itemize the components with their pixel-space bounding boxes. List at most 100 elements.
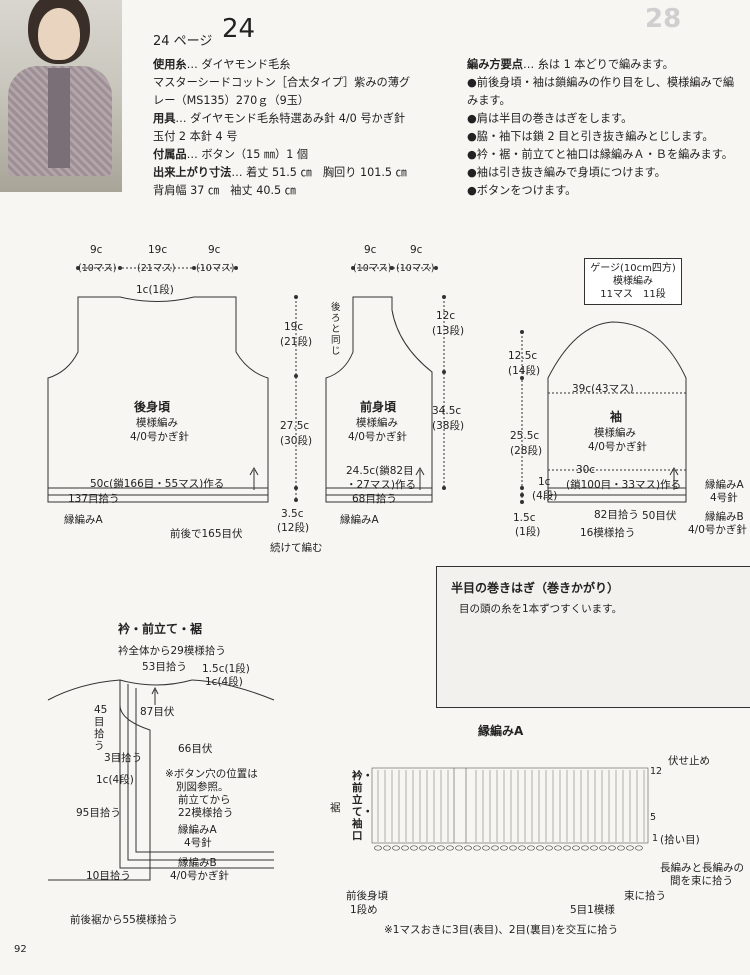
yarn-value: … ダイヤモンド毛糸 [186, 58, 291, 71]
sleeve-needle-a: 4号針 [710, 492, 738, 504]
chart-chain-stitch [608, 845, 616, 851]
collar-c1: 1c(4段) [205, 676, 243, 688]
points-item: ●脇・袖下は鎖 2 目と引き抜き編みとじします。 [467, 130, 714, 143]
front-start-chain-2: ・27マス)作る [346, 479, 416, 491]
edging-between: 長編みと長編みの [660, 862, 744, 874]
corner-page-number: 28 [645, 4, 682, 34]
sleeve-title: 袖 [610, 410, 623, 424]
sleeve-cap: 12.5c [508, 350, 538, 362]
sleeve-c15-rows: (1段) [515, 526, 541, 538]
chart-chain-stitch [536, 845, 544, 851]
yarn-line3: レー（MS135）270ｇ（9玉） [153, 94, 310, 107]
chart-chain-stitch [437, 845, 445, 851]
sleeve-needle-b: 4/0号かぎ針 [688, 524, 747, 536]
back-side: 27.5c [280, 420, 310, 432]
model-photo [0, 0, 122, 192]
edging-row1: 1 [652, 833, 659, 844]
chart-chain-stitch [455, 845, 463, 851]
back-dim-3-cm: 9c [208, 244, 221, 256]
collar-edge-a: 縁編みA [178, 824, 217, 836]
front-dim-1-cm: 9c [364, 244, 377, 256]
front-dim-2-cm: 9c [410, 244, 423, 256]
continue-note: 続けて編む [270, 542, 323, 554]
sleeve-width: 39c(43マス) [572, 383, 634, 395]
chart-chain-stitch [446, 845, 454, 851]
back-hem-rows: (12段) [277, 522, 310, 534]
sleeve-c15: 1.5c [513, 512, 536, 524]
gauge-value: 11マス 11段 [600, 289, 666, 300]
chart-chain-stitch [500, 845, 508, 851]
chart-chain-stitch [617, 845, 625, 851]
sleeve-outline [547, 321, 687, 489]
points-heading: 編み方要点 [467, 58, 523, 71]
edging-side-hem: 裾 [330, 802, 341, 814]
size-value: … 着丈 51.5 ㎝ 胸回り 101.5 ㎝ [231, 166, 407, 179]
edging-pickup: (拾い目) [660, 834, 700, 846]
points-item: ●ボタンをつけます。 [467, 184, 577, 197]
chart-chain-stitch [383, 845, 391, 851]
sleeve-edge-b: 縁編みB [705, 511, 744, 523]
collar-c15: 1.5c(1段) [202, 663, 250, 675]
chart-chain-stitch [572, 845, 580, 851]
points-intro: … 糸は 1 本どりで編みます。 [522, 58, 674, 71]
model-inner-top [48, 68, 70, 168]
seam-inset: 半目の巻きはぎ（巻きかがり） 目の頭の糸を1本ずつすくいます。 [436, 566, 750, 708]
seam-description: 目の頭の糸を1本ずつすくいます。 [459, 603, 623, 615]
chart-chain-stitch [428, 845, 436, 851]
front-length-rows: (38段) [432, 420, 465, 432]
edging-pattern-note: 5目1模様 [570, 904, 615, 916]
chart-chain-stitch [473, 845, 481, 851]
accessories-label: 付属品 [153, 148, 187, 161]
edging-chart-grid [371, 767, 649, 844]
back-pattern: 模様編み [136, 417, 178, 429]
edging-row12: 12 [650, 766, 663, 777]
chart-chain-stitch [563, 845, 571, 851]
edging-title: 縁編みA [478, 724, 524, 738]
back-pickup: 137目拾う [68, 493, 120, 505]
front-neck-depth: 12c [436, 310, 456, 322]
back-body-outline [47, 296, 269, 489]
back-edging: 縁編みA [64, 514, 103, 526]
collar-bind87: 87目伏 [140, 706, 175, 718]
tools-value: … ダイヤモンド毛糸特選あみ針 4/0 号かぎ針 [175, 112, 406, 125]
gauge-pattern: 模様編み [613, 276, 653, 287]
front-length: 34.5c [432, 405, 462, 417]
edging-side-label: 衿・前立て・袖口 [352, 770, 373, 842]
collar-button-note: ※ボタン穴の位置は [165, 768, 258, 780]
sleeve-cuff-width: 30c [576, 464, 596, 476]
collar-pick95: 95目拾う [76, 807, 121, 819]
front-body-outline [325, 296, 433, 489]
chart-chain-stitch [590, 845, 598, 851]
sleeve-length-rows: (28段) [510, 445, 543, 457]
collar-pick10: 10目拾う [86, 870, 131, 882]
chart-chain-stitch [410, 845, 418, 851]
back-dim-3-sts: (10マス) [196, 263, 235, 274]
front-same-note: 後ろと同じ [331, 302, 341, 357]
collar-from-all: 衿全体から29模様拾う [118, 645, 226, 657]
sleeve-bind-off: 50目伏 [642, 510, 677, 522]
sleeve-cuff-start: (鎖100目・33マス)作る [566, 479, 682, 491]
collar-needle-b: 4/0号かぎ針 [170, 870, 229, 882]
collar-title: 衿・前立て・裾 [118, 622, 203, 636]
collar-hem55: 前後裾から55模様拾う [70, 914, 178, 926]
front-edging: 縁編みA [340, 514, 379, 526]
edging-body-label: 前後身頃 [346, 890, 388, 902]
back-side-rows: (30段) [280, 435, 313, 447]
chart-chain-stitch [626, 845, 634, 851]
chart-chain-stitch [374, 845, 382, 851]
back-neck-depth: 1c(1段) [136, 284, 174, 296]
back-dim-2-cm: 19c [148, 244, 168, 256]
yarn-label: 使用糸 [153, 58, 187, 71]
collar-bind66: 66目伏 [178, 743, 213, 755]
chart-chain-stitch [599, 845, 607, 851]
footer-page-number: 92 [14, 944, 27, 955]
chart-chain-stitch [491, 845, 499, 851]
back-title: 後身頃 [134, 400, 171, 414]
chart-chain-stitch [518, 845, 526, 851]
materials: 使用糸… ダイヤモンド毛糸 マスターシードコットン［合太タイプ］紫みの薄グ レー… [153, 56, 410, 200]
chart-chain-stitch [527, 845, 535, 851]
sleeve-cap-rows: (14段) [508, 365, 541, 377]
front-neck-rows: (13段) [432, 325, 465, 337]
edging-body-row: 1段め [350, 904, 378, 916]
points-item: みます。 [467, 94, 511, 107]
